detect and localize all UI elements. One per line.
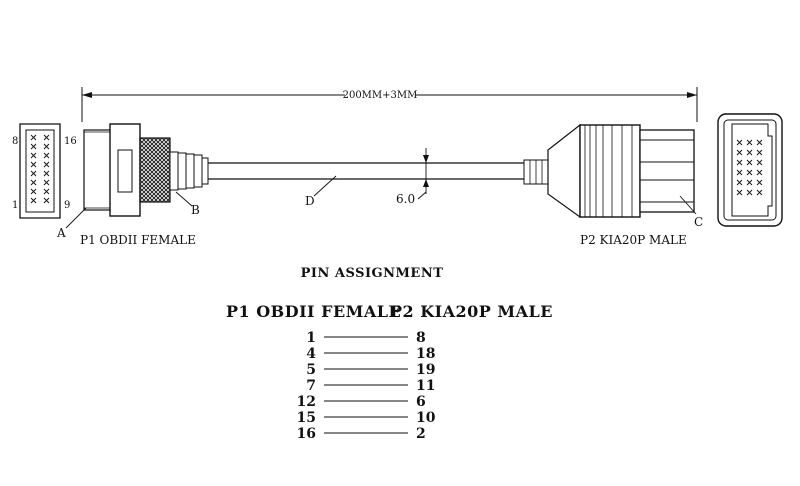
kia-connector: [523, 123, 695, 219]
p1-pin: 12: [297, 394, 316, 410]
p2-pin: 6: [416, 394, 426, 410]
svg-text:D: D: [305, 194, 315, 208]
obd-pin-1-label: 1: [12, 200, 18, 211]
p2-pin: 18: [416, 346, 435, 362]
obd-pin-9-label: 9: [64, 200, 70, 211]
p1-pin: 15: [297, 410, 316, 426]
p2-pin: 11: [416, 378, 435, 394]
p1-pin: 4: [306, 346, 316, 362]
obd-pin-8-label: 8: [12, 136, 18, 147]
diameter-label: 6.0: [396, 192, 415, 206]
svg-text:A: A: [56, 226, 66, 240]
pin-col-left-header: P1 OBDII FEMALE: [226, 302, 401, 321]
p1-caption: P1 OBDII FEMALE: [80, 233, 196, 247]
callout-d: D: [305, 175, 337, 208]
diameter-dimension: 6.0: [396, 148, 429, 206]
p2-pin: 8: [416, 330, 426, 346]
cable: [208, 162, 524, 180]
callout-c: C: [679, 195, 703, 229]
pin-col-right-header: P2 KIA20P MALE: [390, 302, 553, 321]
p2-caption: P2 KIA20P MALE: [580, 233, 687, 247]
p2-pin: 10: [416, 410, 436, 426]
pin-assignment-title: PIN ASSIGNMENT: [301, 266, 444, 281]
svg-text:B: B: [191, 203, 200, 217]
length-label: 200MM+3MM: [343, 90, 418, 101]
callout-a: A: [56, 207, 87, 240]
p1-pin: 16: [297, 426, 316, 442]
p1-pin: 7: [306, 378, 316, 394]
pin-row: 16 2: [297, 426, 426, 442]
pin-row: 7 11: [306, 378, 435, 394]
p2-pin: 19: [416, 362, 435, 378]
pin-row: 12 6: [297, 394, 426, 410]
p2-pin: 2: [416, 426, 426, 442]
obd-pin-16-label: 16: [64, 136, 77, 147]
length-dimension: 200MM+3MM: [81, 87, 698, 122]
svg-text:C: C: [694, 215, 703, 229]
pin-row: 4 18: [306, 346, 435, 362]
callout-b: B: [175, 191, 200, 217]
kia-face-view: [717, 113, 783, 227]
pin-row: 5 19: [306, 362, 435, 378]
obd-connector: [83, 123, 209, 217]
obd-face-view: 8 16 1 9: [12, 123, 77, 219]
p1-pin: 1: [306, 330, 316, 346]
p1-pin: 5: [306, 362, 316, 378]
